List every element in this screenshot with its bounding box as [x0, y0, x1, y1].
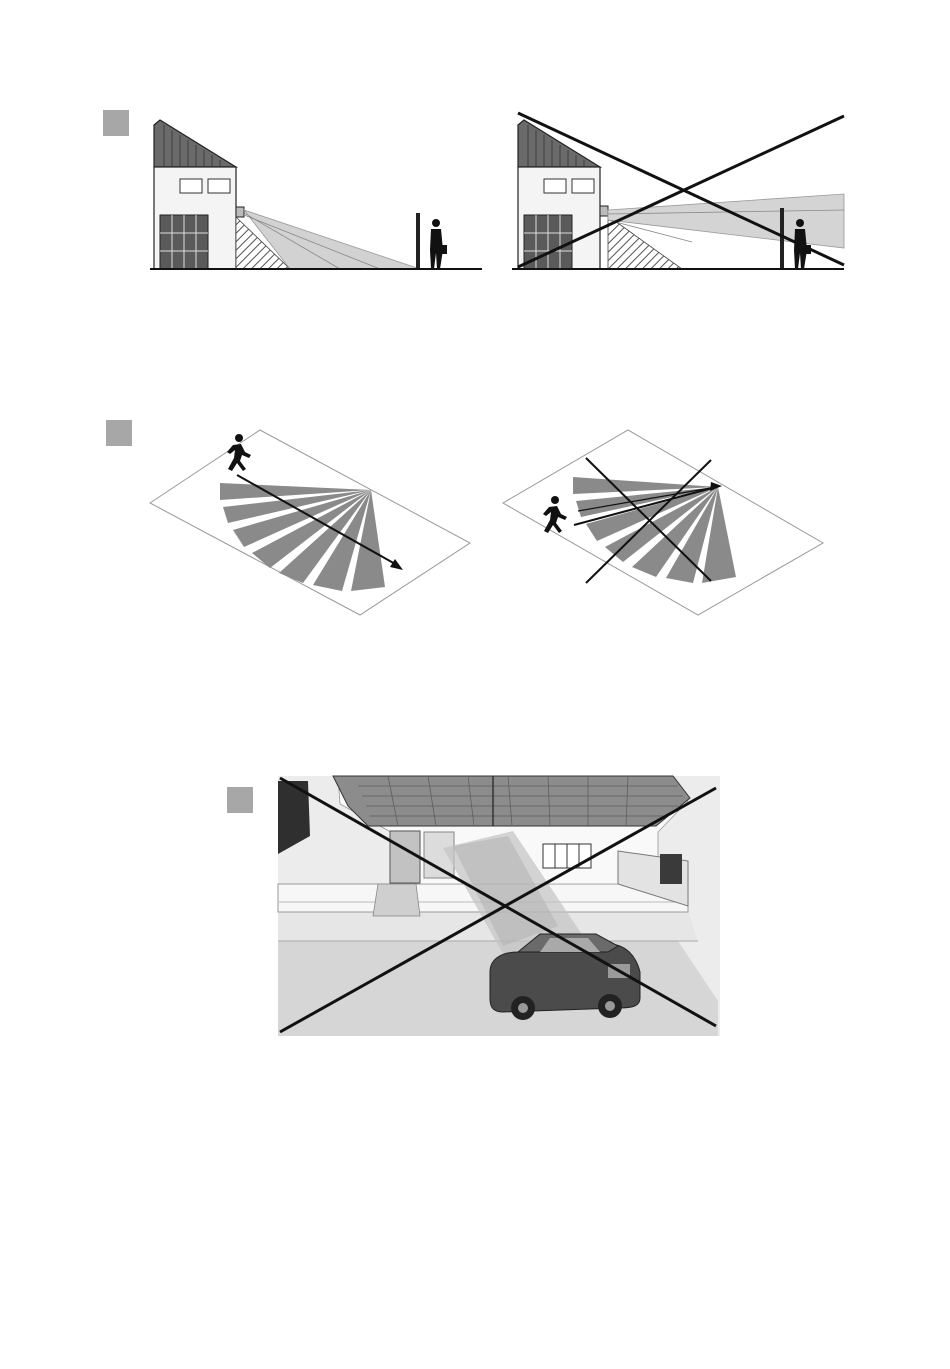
figure-1-correct-mounting: [150, 115, 485, 275]
figure-3-badge: [227, 787, 253, 813]
figure-2-incorrect-direction: [498, 425, 828, 620]
figure-2-correct-direction: [145, 425, 475, 620]
figure-1-badge: [103, 110, 129, 136]
figure-2-badge: [106, 420, 132, 446]
figure-1-incorrect-mounting: [512, 110, 847, 275]
person-icon: [430, 219, 447, 269]
house-icon: [154, 120, 244, 269]
sensor-icon: [600, 206, 608, 216]
sensor-icon: [236, 207, 244, 217]
figure-3-incorrect-street-facing: [278, 776, 720, 1038]
